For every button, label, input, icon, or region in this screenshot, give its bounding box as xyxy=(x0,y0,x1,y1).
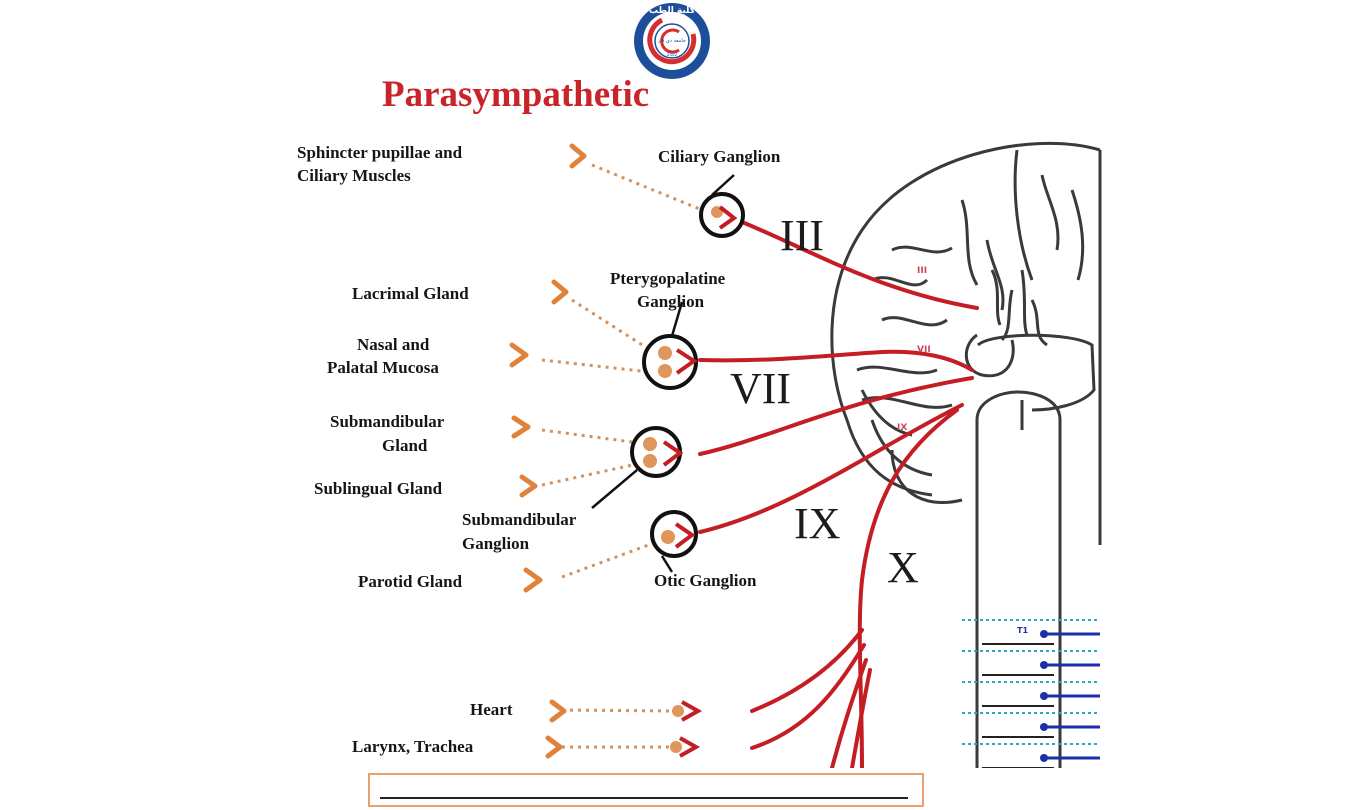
pterygopalatine-ganglion xyxy=(642,334,698,390)
diagram-title: Parasympathetic xyxy=(382,74,649,115)
label-ciliary-ganglion: Ciliary Ganglion xyxy=(658,147,781,166)
label-parotid: Parotid Gland xyxy=(358,572,463,591)
numeral-x: X xyxy=(887,543,919,592)
cranial-nerve-numerals: III VII IX X xyxy=(730,211,919,592)
label-sphincter-1: Sphincter pupillae and xyxy=(297,143,463,162)
numeral-iii: III xyxy=(780,211,824,260)
college-logo: كلية الطب جامعة ذي قار 2002 xyxy=(634,3,710,79)
label-submandibular-gland-2: Gland xyxy=(382,436,428,455)
label-submandibular-gland-1: Submandibular xyxy=(330,412,445,431)
parasympathetic-diagram: Parasympathetic T1 xyxy=(297,74,1102,768)
label-lacrimal: Lacrimal Gland xyxy=(352,284,469,303)
label-sphincter-2: Ciliary Muscles xyxy=(297,166,411,185)
label-pterygo-2: Ganglion xyxy=(637,292,705,311)
numeral-vii: VII xyxy=(730,364,791,413)
label-otic-ganglion: Otic Ganglion xyxy=(654,571,757,590)
label-heart: Heart xyxy=(470,700,513,719)
spinal-root-dot xyxy=(1040,661,1048,669)
footer-underline xyxy=(380,797,908,799)
spinal-root-dot xyxy=(1040,630,1048,638)
logo-arabic-text: كلية الطب xyxy=(649,6,696,16)
spinal-label: T1 xyxy=(1017,626,1028,635)
submandibular-ganglion xyxy=(630,426,684,478)
footer-box xyxy=(368,773,924,807)
spinal-segments: T1 xyxy=(962,619,1100,768)
otic-ganglion xyxy=(650,510,698,558)
logo-inner-text: جامعة ذي قار xyxy=(657,38,686,44)
ciliary-ganglion xyxy=(699,192,745,238)
spinal-root-dot xyxy=(1040,754,1048,762)
logo-year: 2002 xyxy=(667,52,678,57)
ganglion-labels: Ciliary Ganglion Pterygopalatine Ganglio… xyxy=(462,147,781,590)
numeral-ix: IX xyxy=(794,499,840,548)
brain-label-ix: IX xyxy=(897,423,907,433)
spinal-root-dot xyxy=(1040,692,1048,700)
label-submandibular-ganglion-2: Ganglion xyxy=(462,534,530,553)
brain-label-vii: VII xyxy=(917,345,931,355)
label-sublingual: Sublingual Gland xyxy=(314,479,443,498)
effector-arrows xyxy=(509,143,587,759)
brain-label-iii: III xyxy=(917,266,927,276)
brain-nerve-labels: III VII IX xyxy=(897,266,931,433)
label-larynx: Larynx, Trachea xyxy=(352,737,474,756)
label-pterygo-1: Pterygopalatine xyxy=(610,269,726,288)
nerve-pathways xyxy=(698,216,979,768)
spinal-root-dot xyxy=(1040,723,1048,731)
label-submandibular-ganglion-1: Submandibular xyxy=(462,510,577,529)
label-nasal-1: Nasal and xyxy=(357,335,430,354)
dotted-connectors xyxy=(541,163,703,749)
label-nasal-2: Palatal Mucosa xyxy=(327,358,439,377)
effector-labels: Sphincter pupillae and Ciliary Muscles L… xyxy=(297,143,513,756)
brain-illustration xyxy=(830,141,1102,768)
ganglia xyxy=(591,174,745,758)
